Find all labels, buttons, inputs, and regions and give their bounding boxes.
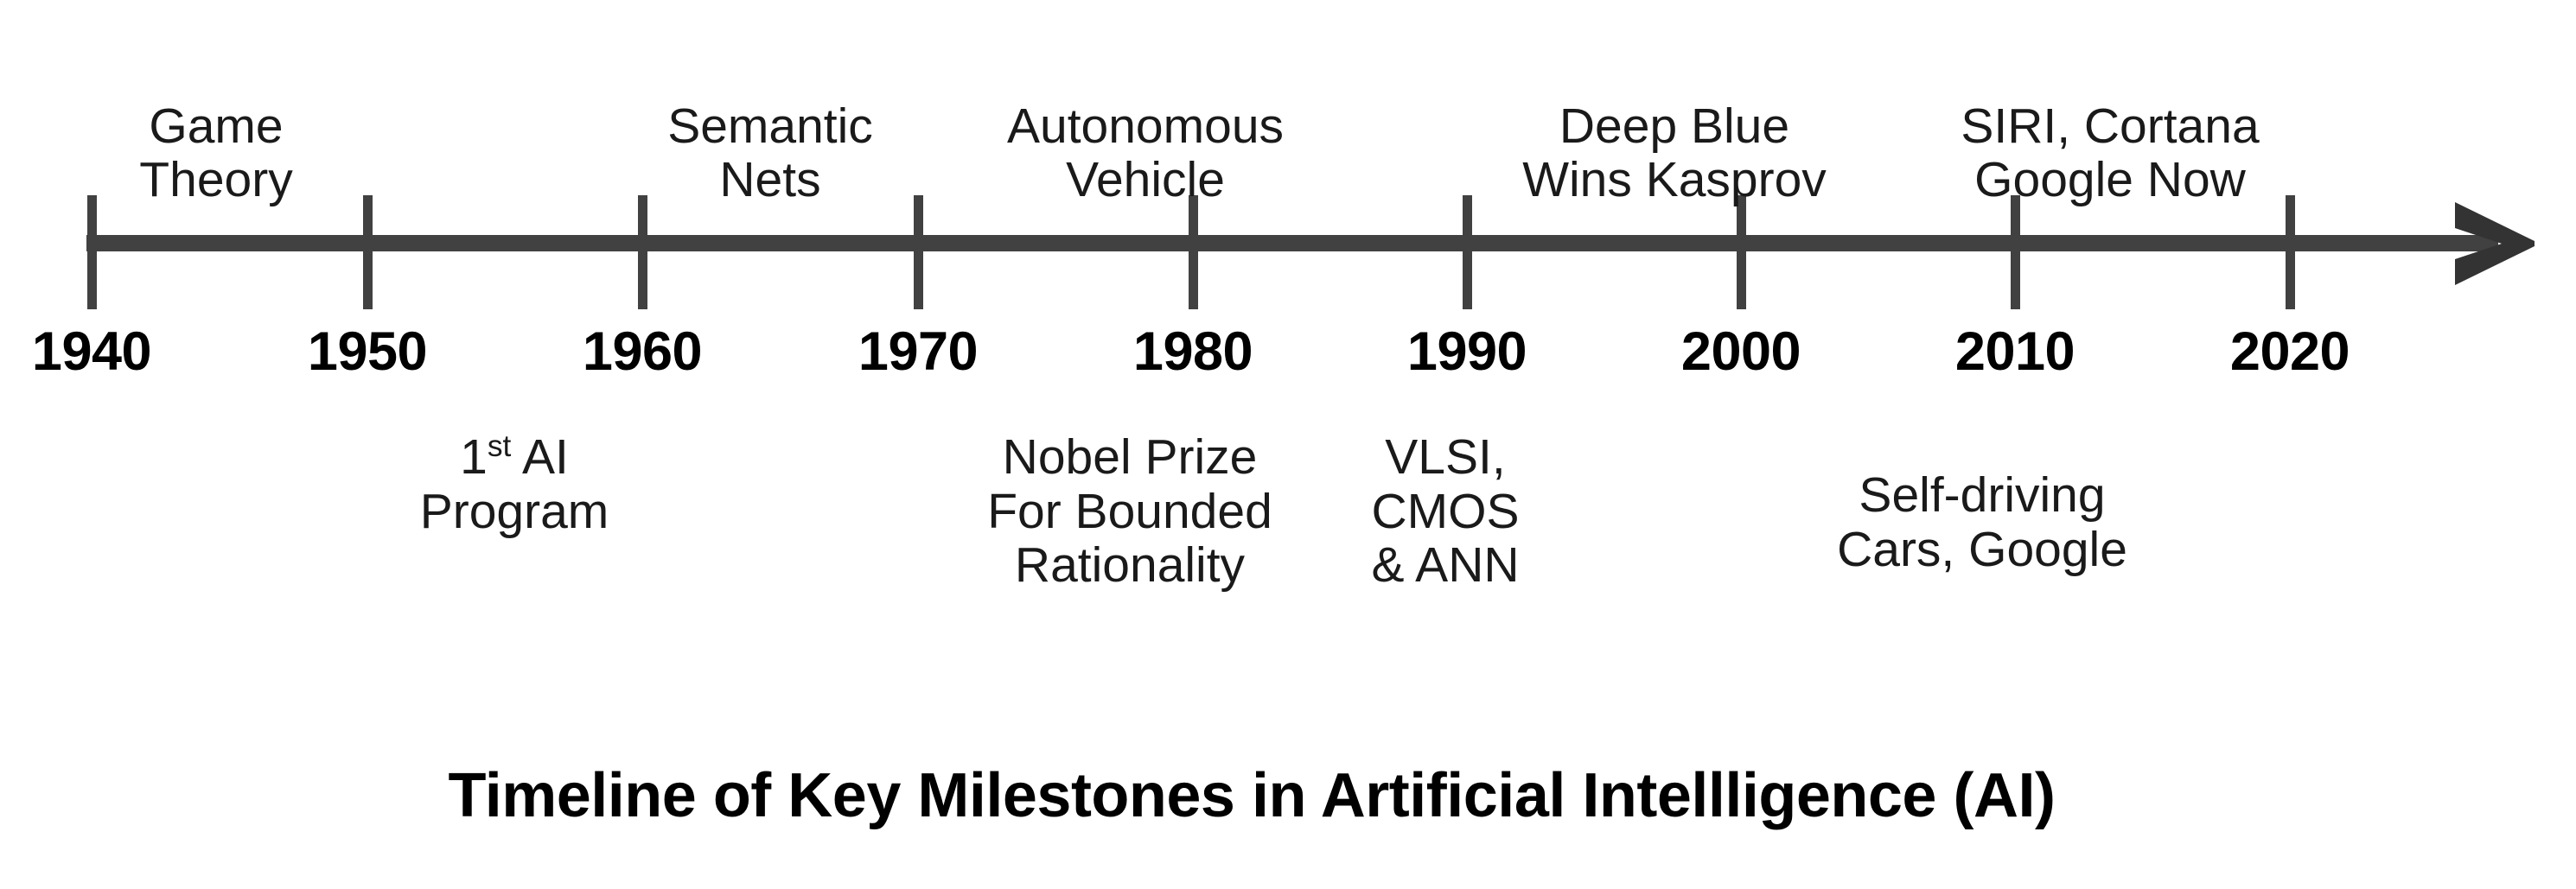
event-line: VLSI, — [1385, 429, 1506, 485]
event-line: Nets — [719, 152, 821, 208]
timeline-axis-line — [86, 235, 2498, 251]
tick-1980 — [1189, 195, 1198, 309]
ordinal-suffix: st — [487, 429, 512, 463]
event-line: Autonomous — [1006, 98, 1285, 154]
event-line: Rationality — [1014, 537, 1246, 594]
ordinal-rest: AI — [511, 429, 569, 485]
year-label-1990: 1990 — [1406, 321, 1527, 382]
event-semantic-nets: Semantic Nets — [667, 98, 873, 208]
event-line: Semantic — [667, 98, 873, 154]
timeline-arrow-icon — [2448, 192, 2552, 295]
event-line: Program — [419, 483, 609, 539]
event-first-ai-program: 1st AI Program — [420, 430, 609, 538]
year-label-1970: 1970 — [858, 321, 979, 382]
event-line: Theory — [139, 152, 293, 208]
year-label-2000: 2000 — [1680, 321, 1801, 382]
event-line: Google Now — [1974, 152, 2246, 208]
tick-1940 — [87, 195, 97, 309]
tick-1990 — [1463, 195, 1472, 309]
tick-1960 — [638, 195, 647, 309]
event-game-theory: Game Theory — [139, 98, 293, 208]
event-line: SIRI, Cortana — [1961, 98, 2260, 154]
year-label-1940: 1940 — [31, 321, 152, 382]
event-deep-blue: Deep Blue Wins Kasprov — [1522, 98, 1827, 208]
event-line: Deep Blue — [1559, 98, 1790, 154]
tick-2020 — [2286, 195, 2295, 309]
event-line: For Bounded — [987, 483, 1272, 539]
event-siri-cortana: SIRI, Cortana Google Now — [1961, 98, 2260, 208]
event-self-driving: Self-driving Cars, Google — [1837, 468, 2127, 576]
year-label-1980: 1980 — [1132, 321, 1253, 382]
event-autonomous-vehicle: Autonomous Vehicle — [1006, 98, 1285, 208]
event-line: CMOS — [1371, 483, 1520, 539]
year-label-1950: 1950 — [307, 321, 428, 382]
tick-2000 — [1737, 195, 1746, 309]
event-line: Self-driving — [1859, 467, 2106, 523]
ordinal-number: 1 — [460, 429, 488, 485]
event-line: & ANN — [1371, 537, 1520, 594]
event-line: Nobel Prize — [1002, 429, 1258, 485]
event-vlsi-cmos-ann: VLSI, CMOS & ANN — [1371, 430, 1519, 593]
figure-title: Timeline of Key Milestones in Artificial… — [448, 761, 2056, 830]
tick-2010 — [2011, 195, 2020, 309]
tick-1970 — [914, 195, 923, 309]
event-line: Vehicle — [1066, 152, 1225, 208]
event-line: Wins Kasprov — [1522, 152, 1827, 208]
event-line: Game — [149, 98, 284, 154]
tick-1950 — [363, 195, 373, 309]
event-line: Cars, Google — [1837, 521, 2127, 577]
event-nobel-prize: Nobel Prize For Bounded Rationality — [987, 430, 1272, 593]
year-label-2020: 2020 — [2229, 321, 2350, 382]
year-label-2010: 2010 — [1954, 321, 2075, 382]
event-line: 1st AI — [420, 430, 609, 485]
year-label-1960: 1960 — [582, 321, 703, 382]
